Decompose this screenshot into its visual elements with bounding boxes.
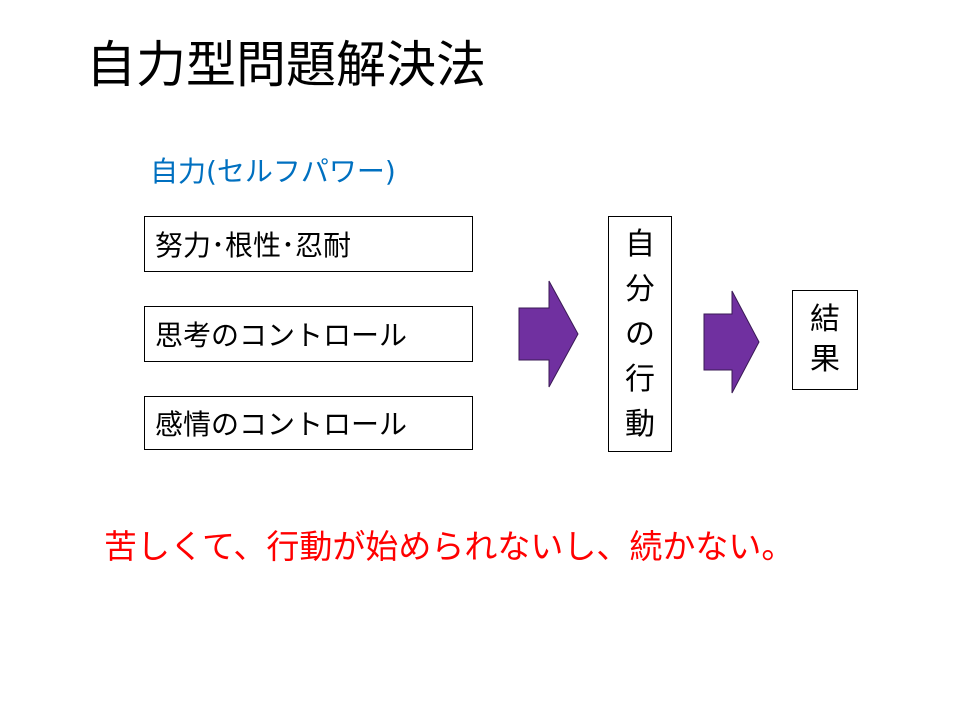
right-arrow-icon [703, 290, 760, 394]
factor-box-thought-control: 思考のコントロール [144, 306, 473, 362]
action-char: 動 [625, 406, 655, 442]
result-char: 結 [810, 302, 840, 337]
action-char: 行 [625, 361, 655, 397]
page-title: 自力型問題解決法 [86, 36, 486, 94]
result-char: 果 [810, 342, 840, 377]
self-power-label: 自力(セルフパワー) [150, 155, 396, 188]
conclusion-text: 苦しくて、行動が始められないし、続かない。 [104, 527, 795, 566]
factor-box-emotion-control: 感情のコントロール [144, 396, 473, 450]
right-arrow-icon [518, 280, 579, 388]
factor-box-effort: 努力･根性･忍耐 [144, 216, 473, 272]
own-action-box: 自 分 の 行 動 [608, 216, 672, 452]
action-char: 自 [625, 226, 655, 262]
result-box: 結 果 [792, 290, 858, 390]
action-char: 分 [625, 271, 655, 307]
action-char: の [625, 316, 655, 352]
